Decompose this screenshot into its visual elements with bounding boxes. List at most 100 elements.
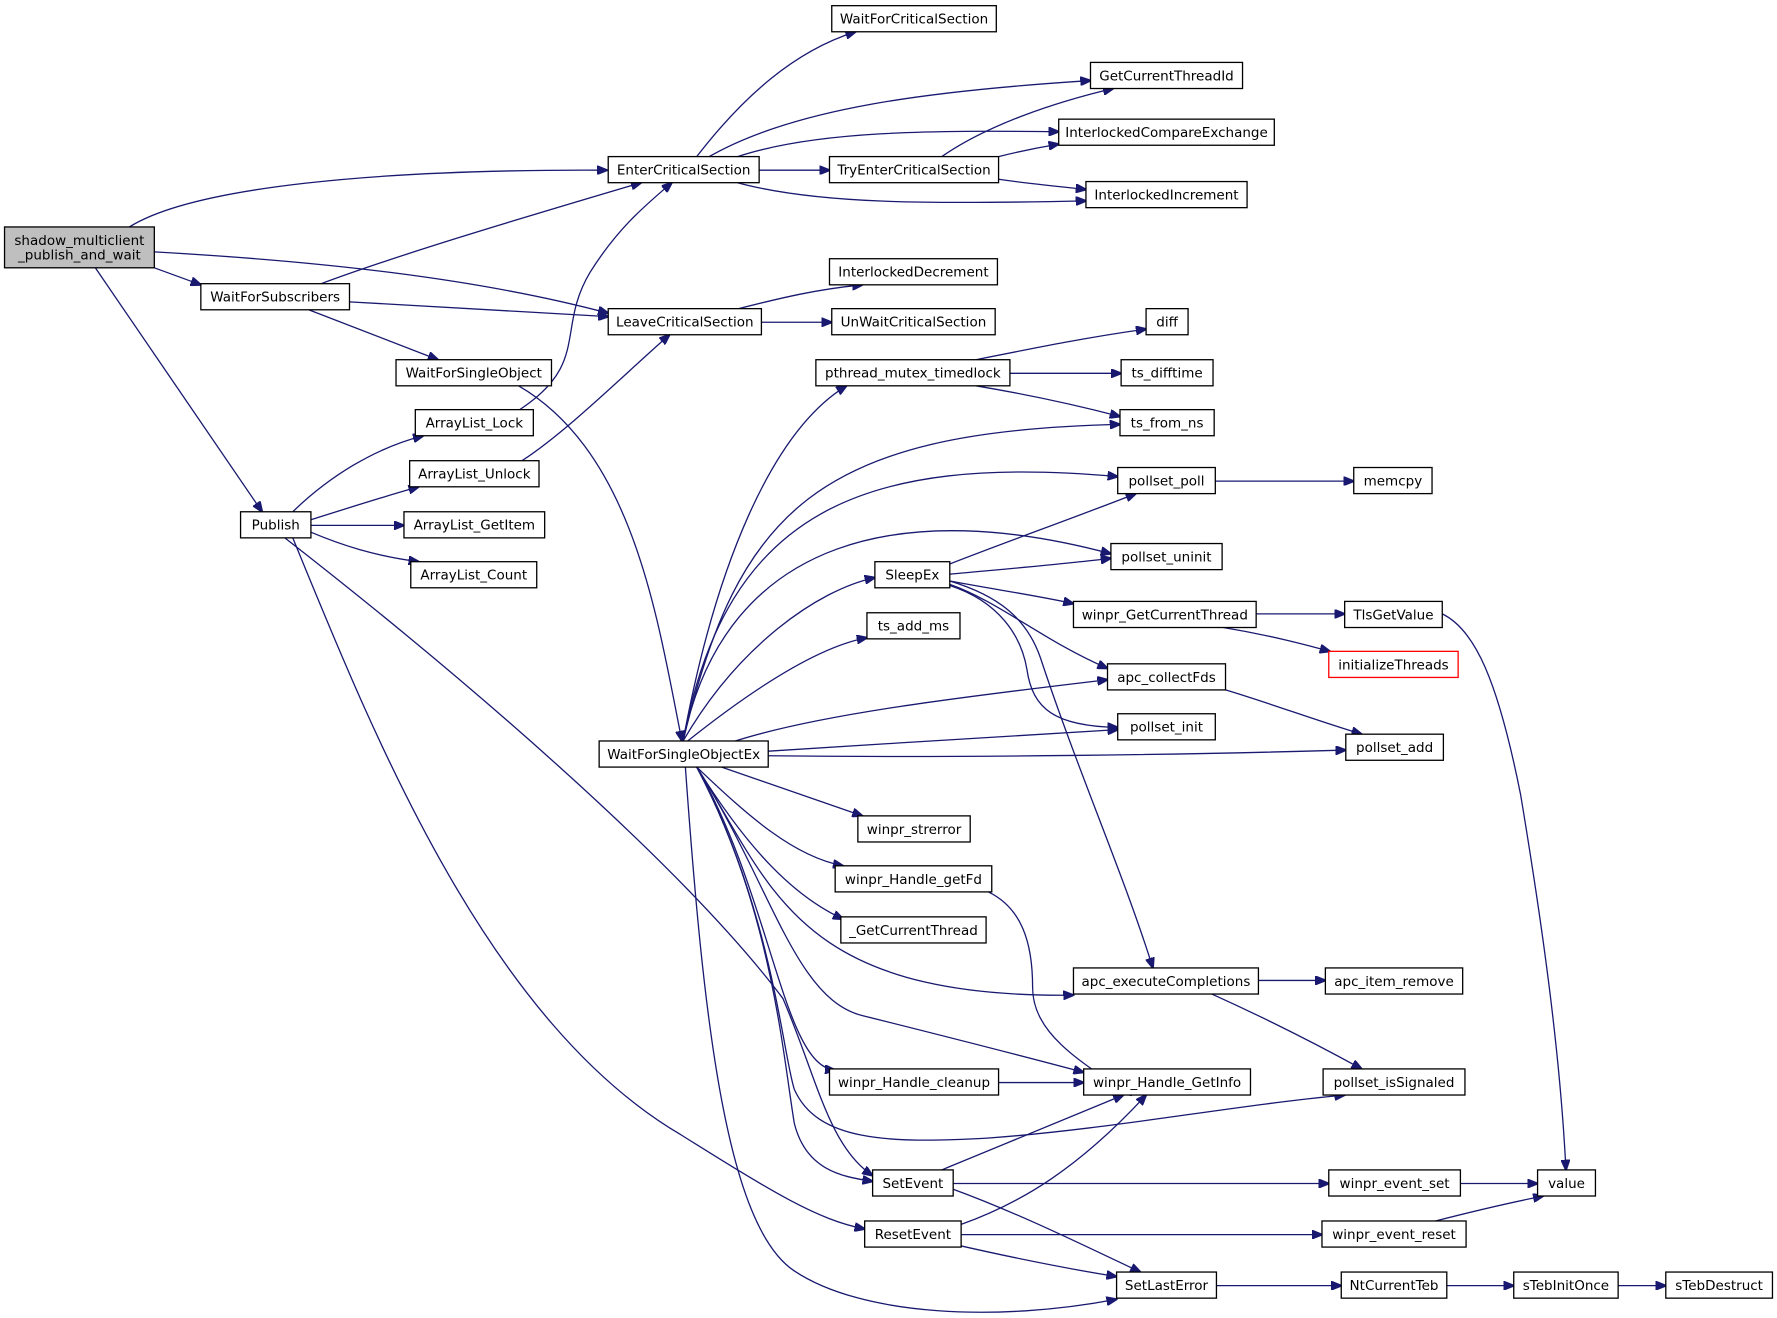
node-pinit[interactable]: pollset_init [1117, 713, 1216, 741]
edge-enter-cs-to-icx [738, 131, 1059, 156]
node-box [828, 258, 999, 286]
node-box [1328, 1169, 1462, 1197]
node-box [1110, 542, 1223, 571]
edge-try-enter-to-inc [999, 179, 1086, 189]
node-difftime[interactable]: ts_difftime [1120, 359, 1214, 387]
node-box [1324, 967, 1464, 995]
node-box [1536, 1169, 1597, 1197]
node-box [871, 1169, 954, 1197]
node-stebdestr[interactable]: sTebDestruct [1665, 1271, 1774, 1299]
node-box [1072, 967, 1260, 995]
node-ntteb[interactable]: NtCurrentTeb [1340, 1271, 1448, 1299]
node-label: InterlockedIncrement [1094, 188, 1238, 204]
node-box [828, 155, 1000, 184]
node-wfsoex[interactable]: WaitForSingleObjectEx [598, 740, 769, 768]
node-aec[interactable]: apc_executeCompletions [1072, 967, 1260, 995]
node-label: ArrayList_Lock [426, 416, 524, 432]
node-box [1322, 1068, 1466, 1096]
node-label: pollset_init [1130, 720, 1203, 736]
node-pissig[interactable]: pollset_isSignaled [1322, 1068, 1466, 1096]
node-box [864, 1220, 962, 1248]
edge-root-to-wait-subs [154, 268, 201, 285]
node-icx[interactable]: InterlockedCompareExchange [1058, 118, 1275, 146]
node-strerr[interactable]: winpr_strerror [857, 815, 971, 843]
node-label-line: shadow_multiclient [14, 233, 144, 249]
node-label: InterlockedDecrement [838, 265, 988, 281]
node-box [866, 612, 961, 640]
node-gct[interactable]: _GetCurrentThread [840, 916, 987, 944]
node-leave-cs[interactable]: LeaveCriticalSection [607, 307, 763, 336]
node-puninit[interactable]: pollset_uninit [1110, 542, 1223, 571]
node-al-getitem[interactable]: ArrayList_GetItem [403, 511, 546, 539]
node-ppoll[interactable]: pollset_poll [1117, 466, 1216, 495]
edge-try-enter-to-get-tid [942, 89, 1113, 157]
node-box [831, 307, 996, 336]
node-stebinit[interactable]: sTebInitOnce [1513, 1271, 1619, 1299]
node-box [1321, 1220, 1467, 1248]
node-hgetinfo[interactable]: winpr_Handle_GetInfo [1083, 1068, 1252, 1096]
node-box [1117, 713, 1216, 741]
edge-wfsoex-to-padd [768, 750, 1346, 756]
edge-wfsoex-to-fromns [683, 424, 1120, 741]
node-box [200, 283, 351, 311]
node-inc[interactable]: InterlockedIncrement [1085, 180, 1248, 209]
edge-evreset-to-value [1435, 1196, 1543, 1221]
node-root[interactable]: shadow_multiclient_publish_and_wait [3, 226, 155, 269]
node-label: winpr_event_reset [1332, 1227, 1456, 1243]
node-label: ArrayList_Count [420, 568, 527, 584]
node-evset[interactable]: winpr_event_set [1328, 1169, 1462, 1197]
node-padd[interactable]: pollset_add [1345, 733, 1445, 761]
edge-tls-to-value [1442, 614, 1566, 1170]
node-wait-subs[interactable]: WaitForSubscribers [200, 283, 351, 311]
node-get-tid[interactable]: GetCurrentThreadId [1089, 61, 1244, 90]
node-enter-cs[interactable]: EnterCriticalSection [607, 155, 760, 184]
node-acf[interactable]: apc_collectFds [1106, 663, 1227, 691]
node-try-enter[interactable]: TryEnterCriticalSection [828, 155, 1000, 184]
node-setevent[interactable]: SetEvent [871, 1169, 954, 1197]
node-air[interactable]: apc_item_remove [1324, 967, 1464, 995]
node-sleepex[interactable]: SleepEx [874, 561, 951, 589]
node-tls[interactable]: TlsGetValue [1344, 600, 1443, 629]
node-label: sTebInitOnce [1523, 1278, 1609, 1294]
node-diff[interactable]: diff [1145, 307, 1189, 336]
node-label: pthread_mutex_timedlock [825, 366, 1001, 382]
edge-wfsoex-to-gct [697, 767, 843, 919]
edge-wfsoex-to-pinit [768, 730, 1117, 752]
node-al-count[interactable]: ArrayList_Count [410, 561, 538, 589]
node-hgetfd[interactable]: winpr_Handle_getFd [834, 865, 993, 893]
node-publish[interactable]: Publish [239, 511, 312, 539]
node-box [874, 561, 951, 589]
node-fromns[interactable]: ts_from_ns [1119, 408, 1215, 437]
node-setlasterr[interactable]: SetLastError [1115, 1271, 1218, 1299]
node-wait-cs[interactable]: WaitForCriticalSection [831, 5, 997, 33]
node-initth[interactable]: initializeThreads [1328, 650, 1459, 679]
node-value[interactable]: value [1536, 1169, 1597, 1197]
edge-publish-to-al-unlock [311, 487, 419, 520]
node-hcleanup[interactable]: winpr_Handle_cleanup [828, 1068, 1000, 1096]
node-addms[interactable]: ts_add_ms [866, 612, 961, 640]
node-label: apc_item_remove [1334, 974, 1454, 990]
node-label: memcpy [1364, 473, 1423, 489]
node-wgct[interactable]: winpr_GetCurrentThread [1072, 600, 1257, 629]
edge-wgct-to-initth [1223, 628, 1330, 652]
node-wfso[interactable]: WaitForSingleObject [395, 359, 553, 387]
node-resetevent[interactable]: ResetEvent [864, 1220, 962, 1248]
edge-al-lock-to-enter-cs [520, 183, 672, 410]
node-box [414, 408, 534, 437]
node-box [1344, 600, 1443, 629]
edge-wfsoex-to-setlasterr [685, 767, 1116, 1312]
node-box [598, 740, 769, 768]
node-al-lock[interactable]: ArrayList_Lock [414, 408, 534, 437]
node-ptm[interactable]: pthread_mutex_timedlock [815, 359, 1011, 387]
node-evreset[interactable]: winpr_event_reset [1321, 1220, 1467, 1248]
edge-wfsoex-to-strerr [722, 767, 863, 816]
node-label: ResetEvent [875, 1227, 951, 1243]
node-label: GetCurrentThreadId [1099, 68, 1234, 84]
node-al-unlock[interactable]: ArrayList_Unlock [408, 460, 540, 488]
node-memcpy[interactable]: memcpy [1353, 466, 1433, 495]
node-box [1083, 1068, 1252, 1096]
edge-wfsoex-to-setevent [697, 767, 873, 1181]
node-box [607, 307, 763, 336]
node-dec[interactable]: InterlockedDecrement [828, 258, 999, 286]
node-unwait[interactable]: UnWaitCriticalSection [831, 307, 996, 336]
